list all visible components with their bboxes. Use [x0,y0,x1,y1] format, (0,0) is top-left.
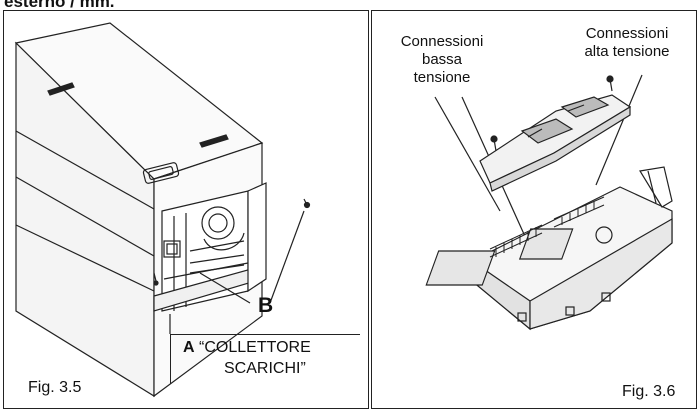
callout-box-a: A “COLLETTORE SCARICHI” [170,334,360,384]
label-low-voltage-line-3: tensione [413,69,471,86]
callout-text-1: “COLLETTORE [199,339,311,356]
callout-line-1: A “COLLETTORE [183,338,311,358]
figure-label-3-5: Fig. 3.5 [28,379,82,396]
boiler-illustration [14,22,311,398]
label-low-voltage-line-1: Connessioni [400,33,484,50]
page-heading: esterno / mm. [4,0,115,11]
label-low-voltage-connections: Connessioni bassa tensione [394,33,490,87]
label-high-voltage-line-2: alta tensione [584,43,670,60]
label-low-voltage-line-2: bassa [421,51,463,68]
callout-letter-a: A [183,339,195,356]
figure-panel-3-5: B A “COLLETTORE SCARICHI” Fig. 3.5 [3,10,369,409]
figure-label-3-6: Fig. 3.6 [622,383,676,400]
electronic-board-illustration [425,74,673,331]
label-high-voltage-connections: Connessioni alta tensione [572,25,682,61]
label-high-voltage-line-1: Connessioni [585,25,669,42]
callout-text-2: SCARICHI” [224,360,306,377]
label-b: B [258,294,274,317]
figure-panel-3-6: Connessioni bassa tensione Connessioni a… [371,10,697,409]
